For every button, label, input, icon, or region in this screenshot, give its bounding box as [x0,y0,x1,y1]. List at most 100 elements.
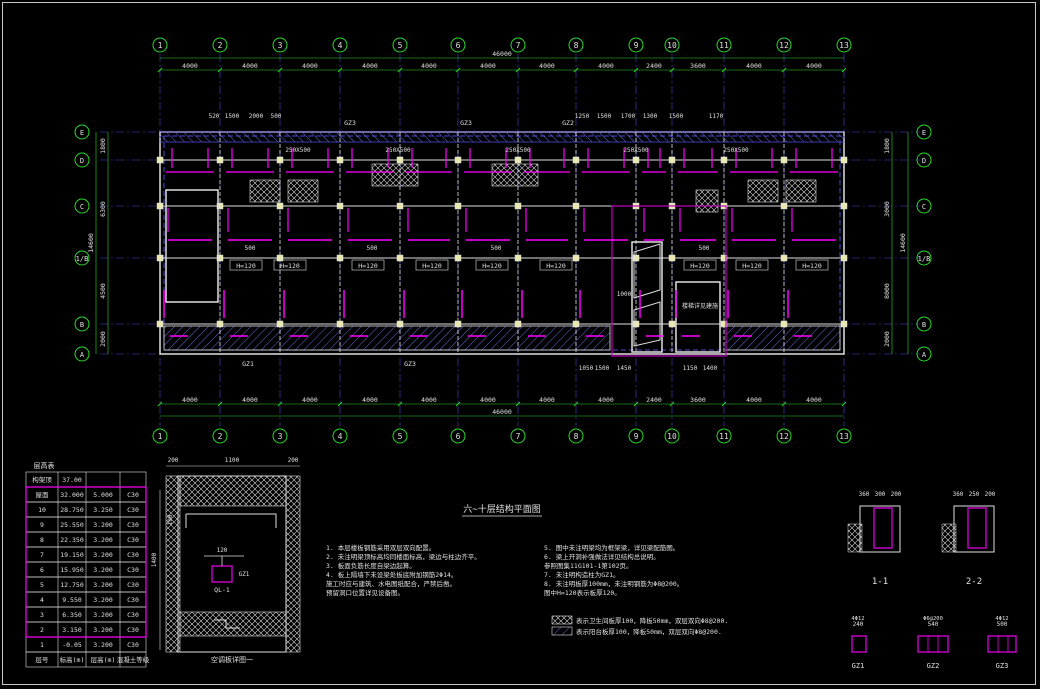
grid-bubble [916,124,932,140]
dim-value: 4000 [806,62,822,70]
column [336,202,344,210]
column-label: GZ1 [242,360,254,368]
grid-bubble [916,346,932,362]
gz-rebar-note: Φ6@200 [923,616,943,622]
grid-col-label: 3 [278,41,283,50]
slab-thickness-label: H=120 [422,262,442,270]
table-cell: 37.00 [62,476,82,484]
column [336,254,344,262]
detail-dim: 200 [891,491,902,498]
grid-col-label: 10 [667,432,677,441]
column [514,320,522,328]
grid-col-label: 8 [574,432,579,441]
dim-tick [277,401,283,407]
detail-dim: 1250 [575,113,590,120]
dim-tick [633,67,639,73]
grid-col-label: 5 [398,41,403,50]
section-dim-vertical: 100 [167,514,174,525]
column [216,202,224,210]
dim-value-vertical: 3000 [883,201,891,217]
dim-tick [669,67,675,73]
table-cell: 12.750 [60,581,84,589]
grid-bubble [836,428,852,444]
table-cell: 3.200 [93,626,113,634]
column [276,320,284,328]
h-label-box [351,259,385,271]
dim-value: 4000 [182,62,198,70]
column [632,156,640,164]
column [514,202,522,210]
column [840,202,848,210]
table-cell: C30 [127,581,139,589]
column [216,320,224,328]
dim-value: 4000 [421,396,437,404]
column [572,320,580,328]
column [780,254,788,262]
table-cell: 15.950 [60,566,84,574]
grid-bubble [628,37,644,53]
note-right-line: 图中H=120表示板厚120。 [544,588,621,597]
dim-value: 4000 [746,62,762,70]
grid-bubble [716,428,732,444]
column [156,202,164,210]
dim-value-vertical: 4500 [99,283,107,299]
grid-bubble [74,316,90,332]
detail-dim: 1300 [643,113,658,120]
grid-col-label: 12 [779,432,789,441]
column [572,202,580,210]
note-right-line: 5. 图中未注明梁均为框架梁，详见梁配筋图。 [544,543,679,552]
detail-dim: 1500 [595,365,610,372]
table-cell: C30 [127,521,139,529]
table-cell: 标高(m) [60,655,85,664]
dim-tick [841,67,847,73]
grid-bubble [152,37,168,53]
column [720,254,728,262]
beam-size-label: 250X500 [285,147,311,154]
h-label-box [683,259,717,271]
beam-lines [159,132,845,354]
detail-dim: 1700 [621,113,636,120]
grid-row-label: A [80,351,85,359]
h-label-box [475,259,509,271]
rebar-marks [163,148,838,337]
detail-dim: 1500 [597,113,612,120]
column-label: GZ3 [404,360,416,368]
dim-tick [337,67,343,73]
table-cell: C30 [127,641,139,649]
section-label: GZ1 [239,571,250,578]
grid-col-label: 4 [338,41,343,50]
grid-bubble [916,198,932,214]
dim-tick [841,401,847,407]
detail-dim: 1170 [709,113,724,120]
table-cell: 3.200 [93,551,113,559]
dim-value-vertical: 2000 [883,331,891,347]
column [396,202,404,210]
grid-col-label: 7 [516,432,521,441]
grid-bubble [74,152,90,168]
dim-value: 4000 [182,396,198,404]
table-cell: C30 [127,596,139,604]
h-label-box [795,259,829,271]
note-left-line: 1. 本层楼板钢筋采用双层双向配置。 [326,543,435,552]
grid-bubble [74,124,90,140]
column [668,156,676,164]
dim-tick [157,401,163,407]
slab-thickness-label: H=120 [482,262,502,270]
grid-col-label: 10 [667,41,677,50]
table-cell: 3.200 [93,566,113,574]
grid-col-label: 1 [158,41,163,50]
gz-title: GZ3 [996,662,1009,670]
note-left-line: 4. 板上隔墙下未设梁处板底附加钢筋2Φ14。 [326,570,457,579]
span-label: 500 [245,245,256,252]
table-cell: C30 [127,536,139,544]
h-label-box [539,259,573,271]
grid-bubble [776,428,792,444]
table-cell: C30 [127,626,139,634]
h-label-box [735,259,769,271]
grid-bubble [836,37,852,53]
general-notes: 1. 本层楼板钢筋采用双层双向配置。2. 未注明梁顶标高均同楼面标高，梁边与柱边… [326,543,728,636]
